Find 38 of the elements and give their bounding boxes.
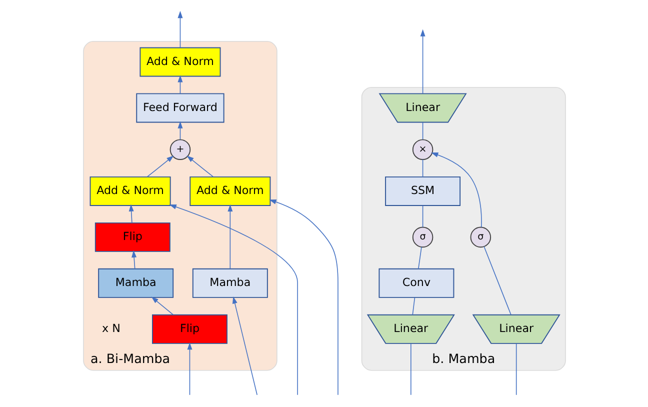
node-box: SSM <box>384 176 460 206</box>
connector <box>412 297 415 316</box>
arrow <box>150 296 174 316</box>
arrow <box>227 204 232 270</box>
connector <box>422 159 423 178</box>
node-box: Add & Norm <box>189 176 270 206</box>
arrow <box>186 156 214 178</box>
label: x N <box>102 322 120 336</box>
node-box: Flip <box>94 222 170 252</box>
node-circle: σ <box>470 226 491 248</box>
node-box: Flip <box>152 314 227 344</box>
arrow <box>430 152 482 228</box>
node-circle: + <box>169 139 190 160</box>
connector <box>422 122 423 140</box>
arrow <box>177 10 182 48</box>
connector <box>422 205 423 228</box>
arrow <box>420 29 425 94</box>
connector <box>410 343 411 396</box>
node-box: Mamba <box>98 268 174 298</box>
node-box: Add & Norm <box>139 47 220 77</box>
node-box: Mamba <box>192 268 268 298</box>
arrow <box>146 156 174 178</box>
connector <box>483 246 511 316</box>
node-box: Feed Forward <box>136 93 224 123</box>
arrow <box>186 342 192 396</box>
arrow <box>168 204 298 396</box>
node-circle: σ <box>412 226 433 248</box>
arrow <box>177 121 182 140</box>
connector <box>515 343 516 396</box>
node-box: Add & Norm <box>89 176 170 206</box>
node-box: Conv <box>378 268 454 298</box>
arrow <box>232 296 257 396</box>
connector <box>418 246 422 270</box>
node-circle: × <box>412 139 433 160</box>
arrow <box>177 75 182 94</box>
arrow <box>268 200 338 396</box>
arrow <box>131 250 136 270</box>
arrow <box>128 204 134 224</box>
